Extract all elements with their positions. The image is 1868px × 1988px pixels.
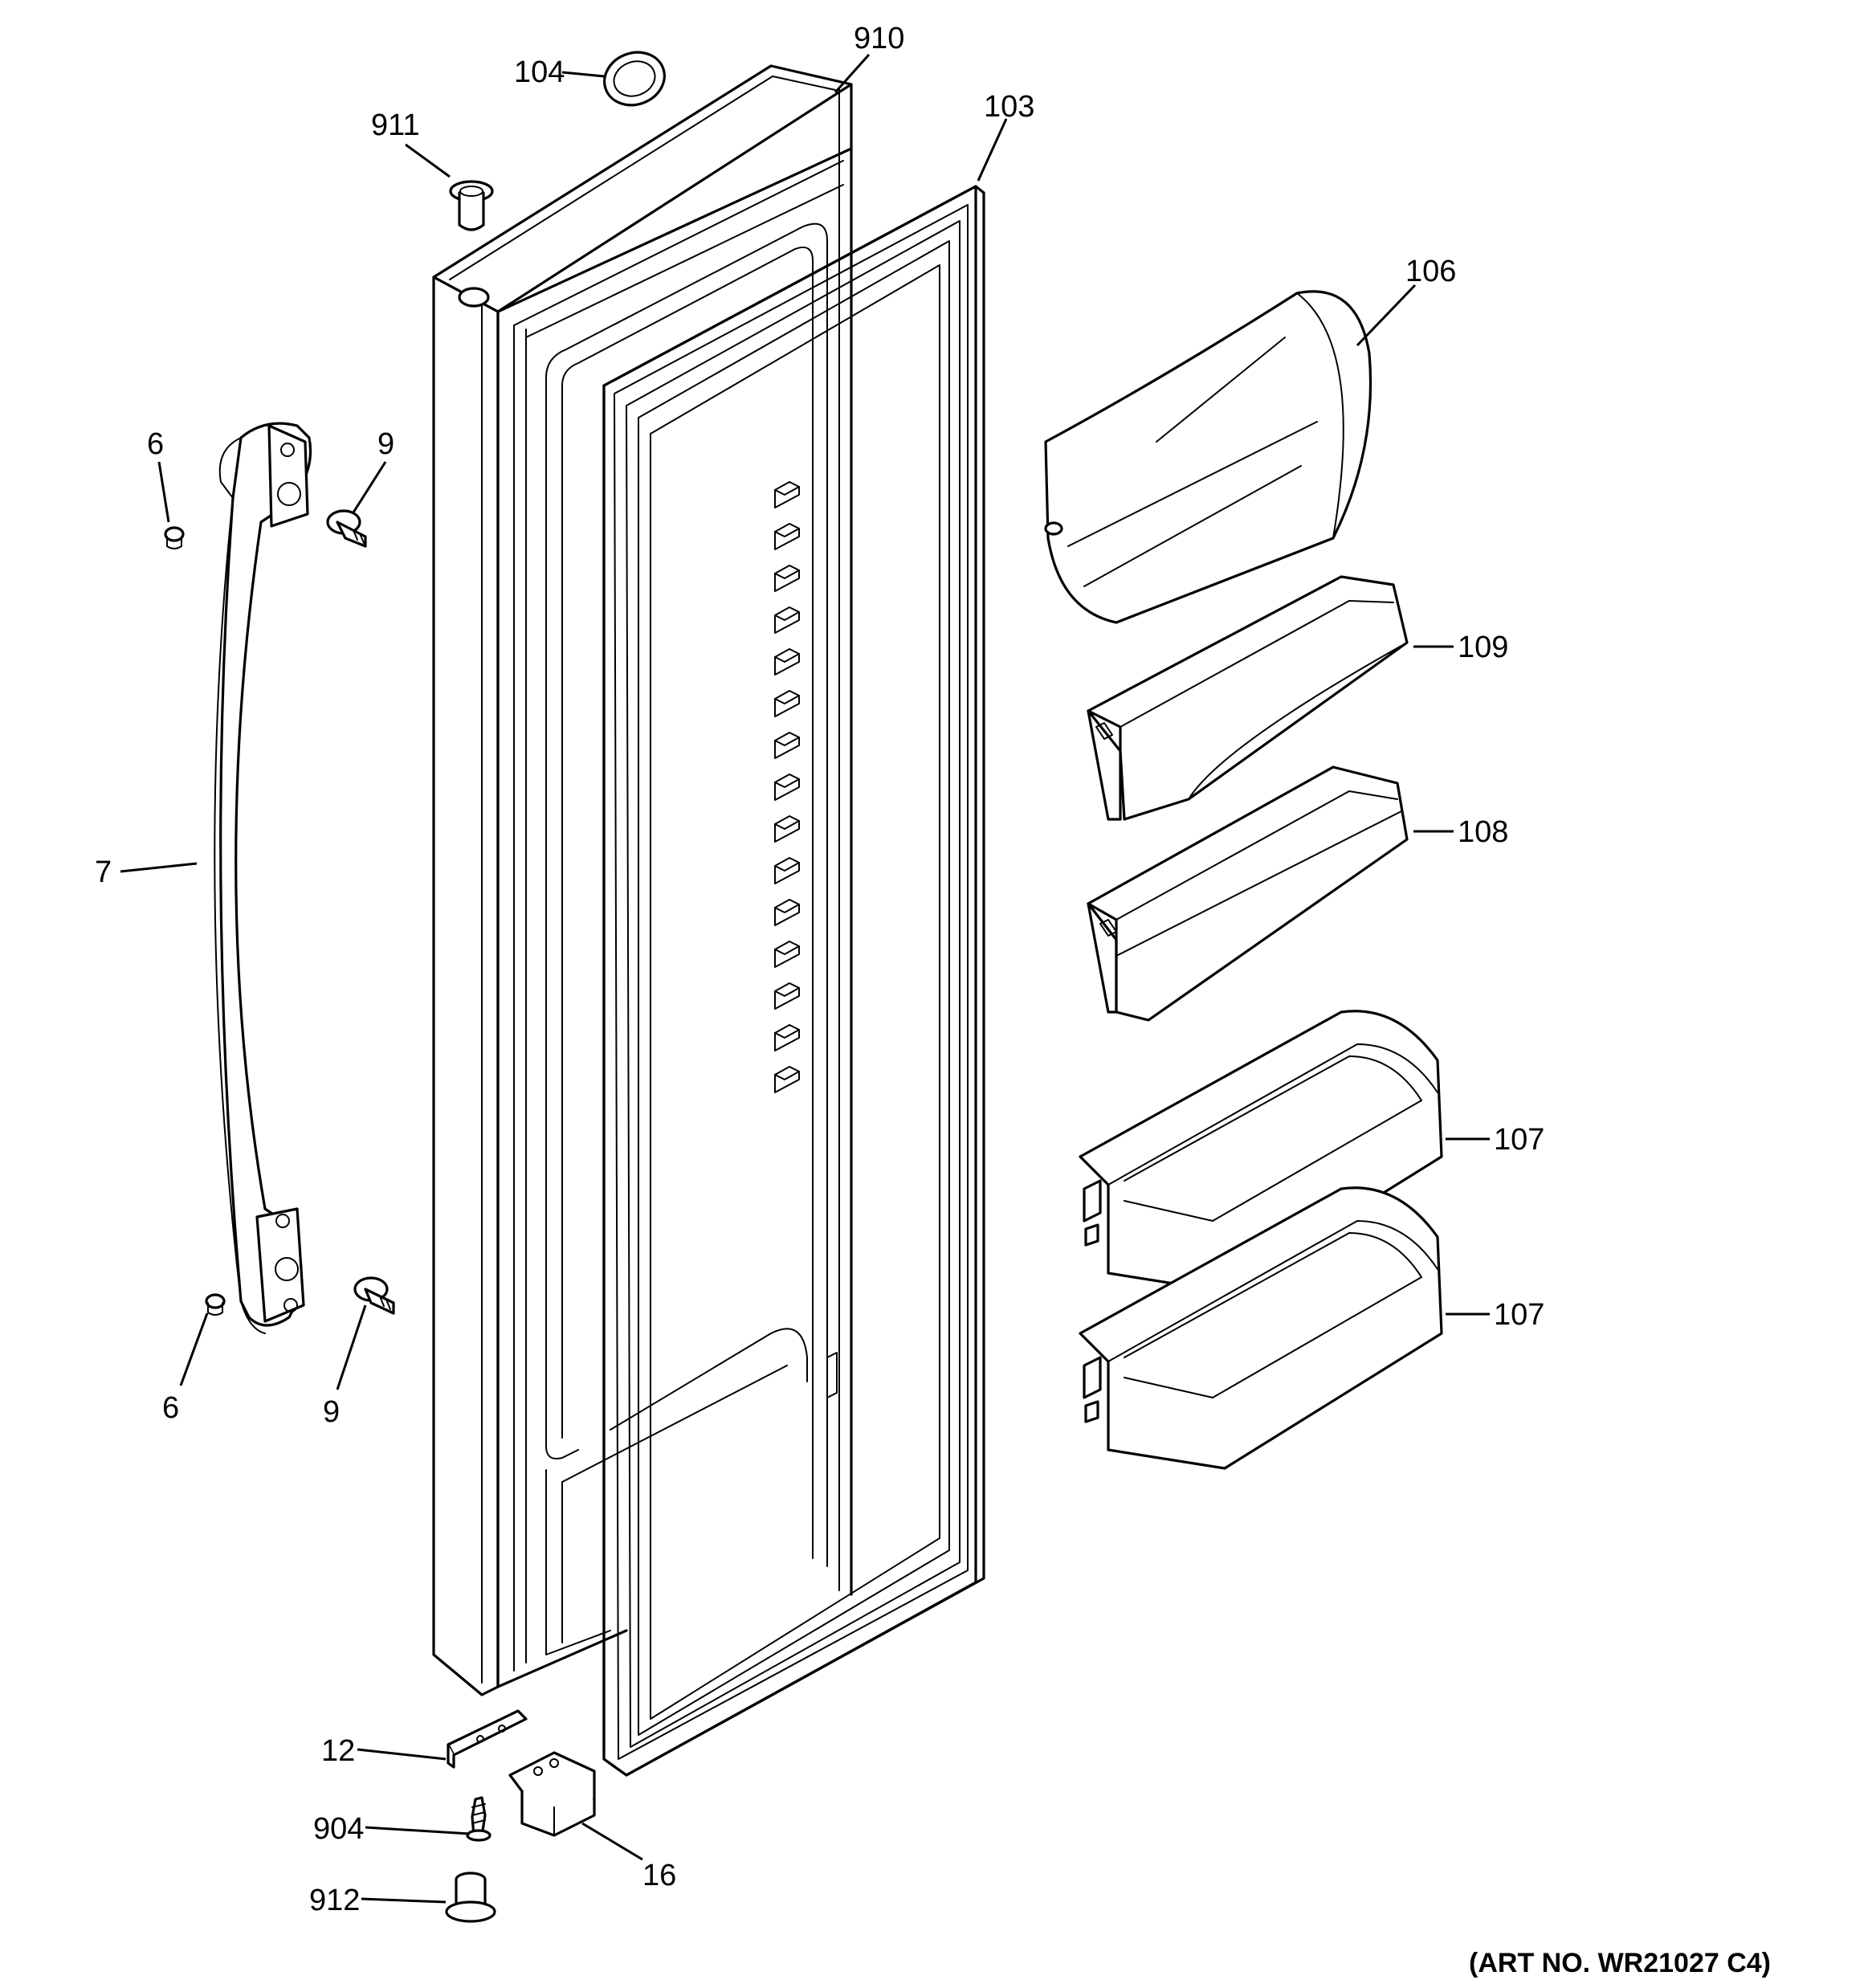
set-screw-upper xyxy=(164,526,185,549)
callout-108: 108 xyxy=(1458,815,1508,849)
bushing-912 xyxy=(445,1872,496,1923)
callout-12: 12 xyxy=(321,1734,355,1768)
callout-9-lower: 9 xyxy=(323,1395,340,1429)
callout-106: 106 xyxy=(1405,255,1456,288)
cap-104 xyxy=(603,51,666,107)
bin-107-upper xyxy=(1079,1010,1443,1293)
callout-912: 912 xyxy=(309,1884,360,1917)
callout-6-upper: 6 xyxy=(147,427,164,461)
bin-108 xyxy=(1087,765,1409,1022)
callout-103: 103 xyxy=(984,90,1034,124)
dairy-cover-106 xyxy=(1044,290,1372,624)
stud-upper xyxy=(326,509,367,548)
shelf-tabs xyxy=(774,481,800,1093)
callout-911: 911 xyxy=(371,108,420,142)
art-number: (ART NO. WR21027 C4) xyxy=(1469,1948,1771,1978)
stud-lower xyxy=(353,1276,395,1315)
door-gasket xyxy=(602,185,985,1777)
set-screw-lower xyxy=(205,1293,226,1316)
callout-labels: 104 910 911 103 106 6 9 109 7 108 107 10… xyxy=(95,22,1544,1917)
screw-904 xyxy=(466,1796,491,1842)
door-shell xyxy=(432,64,853,1696)
leader-lines xyxy=(120,54,1490,1904)
callout-107-lower: 107 xyxy=(1494,1298,1544,1332)
callout-6-lower: 6 xyxy=(162,1391,179,1425)
bin-109 xyxy=(1087,575,1409,821)
callout-904: 904 xyxy=(313,1812,364,1846)
door-handle xyxy=(214,422,312,1334)
hinge-bracket-16 xyxy=(508,1751,596,1837)
callout-9-upper: 9 xyxy=(377,427,394,461)
bushing-911 xyxy=(449,180,494,231)
callout-16: 16 xyxy=(642,1859,676,1892)
callout-910: 910 xyxy=(854,22,904,55)
callout-104: 104 xyxy=(514,55,565,89)
callout-7: 7 xyxy=(95,855,112,889)
callout-109: 109 xyxy=(1458,631,1508,664)
callout-107-upper: 107 xyxy=(1494,1123,1544,1157)
bin-107-lower xyxy=(1079,1186,1443,1470)
shim-12 xyxy=(447,1709,528,1769)
